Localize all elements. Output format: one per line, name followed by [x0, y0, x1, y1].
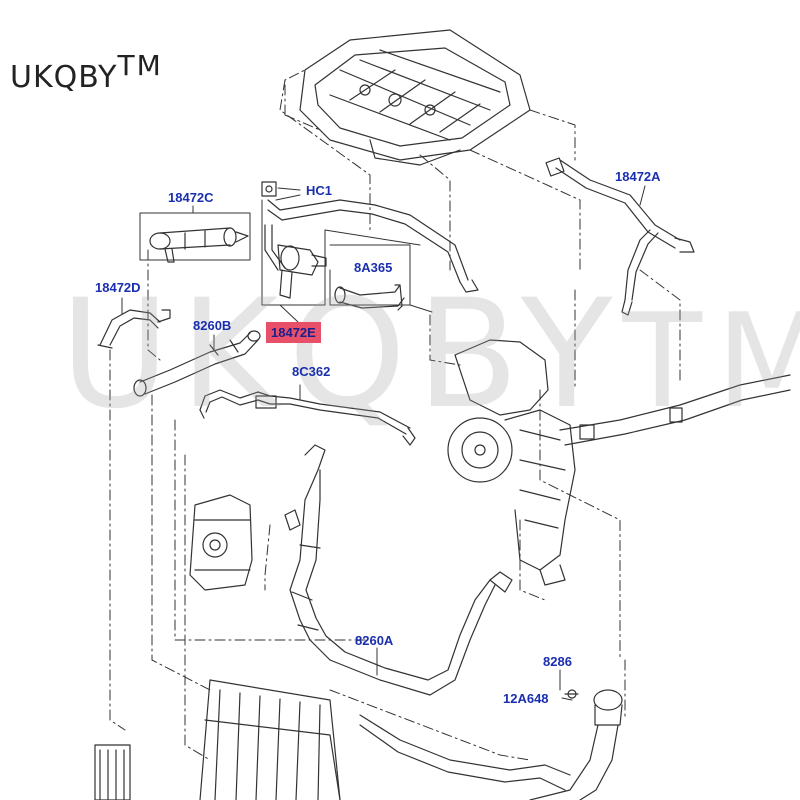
brand-name: UKQBY: [10, 60, 118, 95]
callout-12A648: 12A648: [503, 691, 549, 706]
hose-HC1-part: [261, 181, 479, 293]
hose-18472C-part: [149, 227, 249, 263]
callout-8A365: 8A365: [354, 260, 393, 275]
callout-8C362: 8C362: [292, 364, 331, 379]
callout-8260A: 8260A: [355, 633, 394, 648]
pipe-8C362-part: [199, 389, 416, 446]
callout-HC1: HC1: [306, 183, 333, 198]
callout-18472E-highlighted: 18472E: [266, 322, 321, 343]
hose-18472D-part: [97, 309, 171, 349]
hose-8260B-part: [133, 330, 261, 397]
callout-18472D: 18472D: [95, 280, 141, 295]
radiator-part: [199, 679, 341, 800]
callout-18472A: 18472A: [615, 169, 661, 184]
brand-logo: UKQBYTM: [10, 52, 163, 93]
oil-cooler-part: [94, 744, 131, 800]
hose-8A365-part: [334, 284, 405, 311]
hose-8286-part: [359, 689, 623, 800]
brand-mark: TM: [117, 49, 163, 82]
callout-8286: 8286: [543, 654, 572, 669]
callout-18472C: 18472C: [168, 190, 214, 205]
turbo-assembly-part: [447, 339, 791, 586]
coolant-pump-part: [189, 494, 253, 591]
hose-8260A-part: [284, 444, 513, 696]
intake-manifold-part: [299, 29, 531, 166]
hose-18472A-part: [545, 157, 695, 316]
callout-8260B: 8260B: [193, 318, 232, 333]
breather-18472E-part: [277, 244, 327, 299]
